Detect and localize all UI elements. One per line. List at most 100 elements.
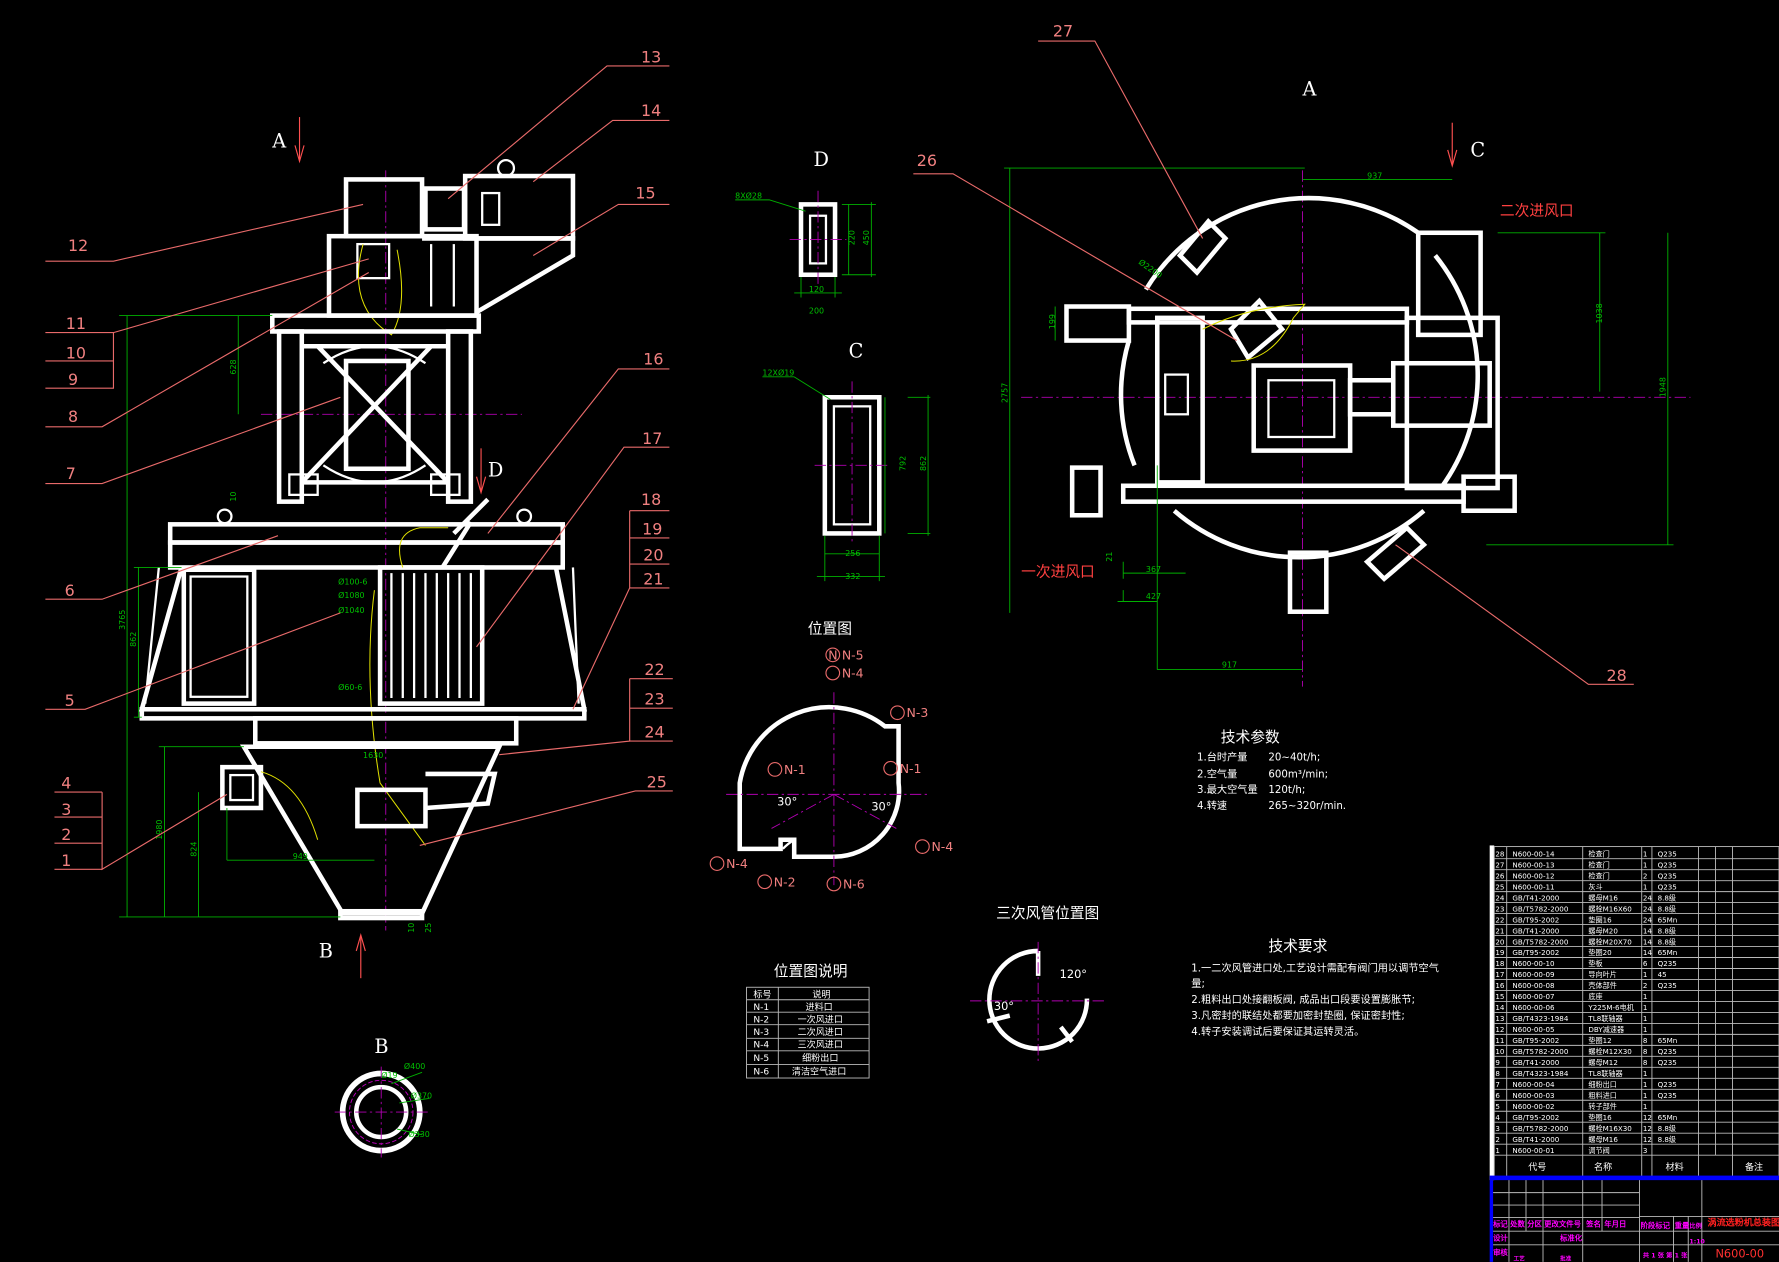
bom-material: Q235 <box>1658 1091 1677 1100</box>
bom-name: 灰斗 <box>1588 882 1602 891</box>
bom-code: GB/T95-2002 <box>1512 948 1559 957</box>
part-number-21: 21 <box>643 569 663 588</box>
view-label-c-section: C <box>849 340 864 363</box>
bom-material: Q235 <box>1658 1047 1677 1056</box>
bom-index: 4 <box>1495 1113 1500 1122</box>
bom-material: Q235 <box>1658 981 1677 990</box>
bom-index: 13 <box>1495 1014 1504 1023</box>
tb-design: 设计 <box>1493 1233 1508 1242</box>
bom-name: 螺栓M20X70 <box>1588 937 1632 946</box>
dim-d-200: 200 <box>809 306 824 315</box>
tb-process: 工艺 <box>1514 1255 1526 1262</box>
view-label-a: A <box>271 130 287 153</box>
part-number-17: 17 <box>642 429 662 448</box>
tertiary-angle-30: 30° <box>994 999 1014 1013</box>
dim-c-332: 332 <box>845 572 860 581</box>
bom-index: 18 <box>1495 959 1505 968</box>
bom-index: 20 <box>1495 937 1505 946</box>
tb-scale: 比例 <box>1689 1222 1701 1230</box>
bom-code: N600-00-13 <box>1512 860 1554 869</box>
bom-code: N600-00-02 <box>1512 1102 1554 1111</box>
bom-index: 17 <box>1495 970 1504 979</box>
view-label-b-section: B <box>374 1035 388 1058</box>
tb-count: 处数 <box>1509 1220 1525 1229</box>
bom-code: GB/T41-2000 <box>1512 1058 1559 1067</box>
bom-code: N600-00-11 <box>1512 882 1554 891</box>
bom-material: 65Mn <box>1658 1036 1678 1045</box>
legend-desc: 三次风进口 <box>798 1038 843 1050</box>
bom-qty: 24 <box>1643 915 1653 924</box>
part-number-25: 25 <box>647 773 667 792</box>
dim-b-330: Ø330 <box>408 1129 429 1139</box>
bom-material: 8.8级 <box>1658 893 1676 902</box>
bom-qty: 8 <box>1643 1047 1648 1056</box>
bom-qty: 2 <box>1643 871 1648 880</box>
bom-name: 螺母M16 <box>1588 1135 1618 1144</box>
dim-dia-2: Ø1080 <box>338 590 364 600</box>
bom-index: 28 <box>1495 849 1505 858</box>
bom-name: 螺栓M16X60 <box>1588 904 1632 913</box>
bom-code: N600-00-03 <box>1512 1091 1554 1100</box>
bom-qty: 1 <box>1643 1069 1648 1078</box>
top-dim-21: 21 <box>1105 552 1114 562</box>
n2-label: N-2 <box>774 874 796 889</box>
bom-code: GB/T95-2002 <box>1512 1036 1559 1045</box>
bom-index: 11 <box>1495 1036 1504 1045</box>
requirement-line: 量; <box>1191 978 1205 990</box>
bom-index: 1 <box>1495 1146 1500 1155</box>
bom-name: Y225M-6电机 <box>1587 1003 1633 1012</box>
tb-approve: 批准 <box>1560 1255 1572 1262</box>
bom-index: 9 <box>1495 1058 1500 1067</box>
bom-qty: 12 <box>1643 1135 1652 1144</box>
bom-header: 代号 名称 材料 备注 <box>1506 1155 1763 1178</box>
tb-scale-value: 1:10 <box>1689 1239 1705 1246</box>
bom-name: 细粉出口 <box>1588 1080 1617 1089</box>
legend-code: N-2 <box>753 1015 769 1025</box>
bom-index: 23 <box>1495 904 1504 913</box>
tb-weight: 重量 <box>1675 1221 1690 1230</box>
top-dim-1038: 1038 <box>1595 303 1604 323</box>
bom-material: 8.8级 <box>1658 926 1676 935</box>
bom-index: 15 <box>1495 992 1504 1001</box>
part-number-7: 7 <box>66 464 76 483</box>
legend-code: N-4 <box>753 1040 769 1050</box>
tb-sign: 签名 <box>1585 1220 1601 1229</box>
bom-index: 16 <box>1495 981 1505 990</box>
bom-code: GB/T41-2000 <box>1512 1135 1559 1144</box>
part-number-14: 14 <box>641 101 661 120</box>
bom-qty: 1 <box>1643 1091 1648 1100</box>
bom-name: 螺栓M16X30 <box>1588 1124 1632 1133</box>
bom-material: 65Mn <box>1658 1113 1678 1122</box>
bom-qty: 24 <box>1643 904 1653 913</box>
bom-name: 垫板 <box>1588 959 1602 968</box>
bom-code: GB/T41-2000 <box>1512 893 1559 902</box>
tb-change-doc: 更改文件号 <box>1544 1220 1581 1229</box>
bom-qty: 24 <box>1643 893 1653 902</box>
bom-name: 螺母M20 <box>1588 926 1618 935</box>
dim-b-370: Ø370 <box>411 1090 432 1100</box>
bom-qty: 12 <box>1643 1113 1652 1122</box>
part-number-1: 1 <box>61 851 71 870</box>
n5-label: N-5 <box>842 647 864 662</box>
part-number-23: 23 <box>644 690 664 709</box>
legend-desc: 清洁空气进口 <box>792 1066 846 1078</box>
part-number-8: 8 <box>68 407 78 426</box>
dim-c-792: 792 <box>898 456 907 471</box>
angle-right: 30° <box>871 799 891 813</box>
tb-zone: 分区 <box>1527 1220 1542 1229</box>
n4-label-top: N-4 <box>842 666 864 681</box>
bom-index: 5 <box>1495 1102 1500 1111</box>
bom-qty: 14 <box>1643 937 1653 946</box>
bom-qty: 1 <box>1643 992 1648 1001</box>
requirement-line: 2.粗料出口处接翻板阀, 成品出口段要设置膨胀节; <box>1191 993 1415 1006</box>
